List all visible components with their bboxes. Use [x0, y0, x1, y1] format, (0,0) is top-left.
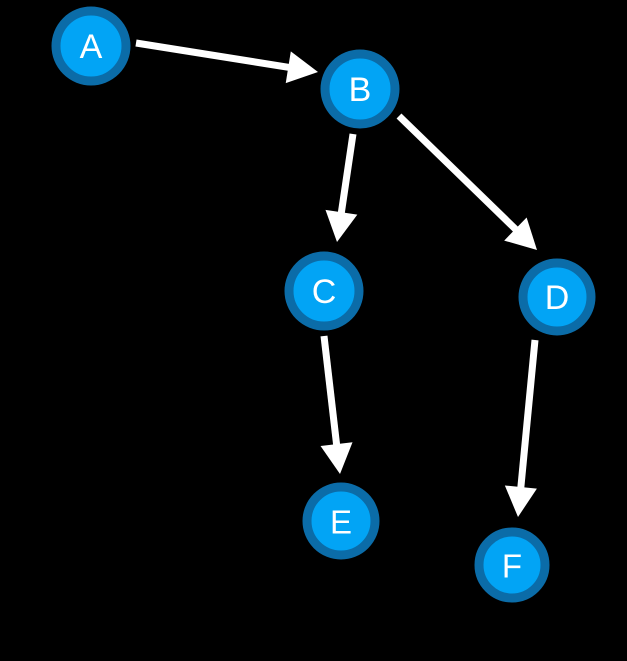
- node-circle[interactable]: [302, 482, 380, 560]
- edge-d-to-f: [504, 339, 539, 517]
- node-label: C: [312, 273, 337, 311]
- edge-arrowhead-icon: [504, 485, 537, 517]
- graph-node-f[interactable]: F: [474, 527, 550, 603]
- edge-a-to-b: [135, 39, 318, 84]
- edge-b-to-c: [325, 133, 358, 242]
- edge-shaft: [516, 339, 539, 492]
- nodes-layer: A B C D E F: [51, 6, 596, 603]
- node-circle[interactable]: [51, 6, 131, 86]
- edge-arrowhead-icon: [285, 51, 318, 84]
- edge-c-to-e: [320, 335, 353, 474]
- graph-node-d[interactable]: D: [518, 258, 596, 336]
- node-label: E: [330, 504, 352, 541]
- node-label: D: [545, 279, 570, 317]
- graph-node-a[interactable]: A: [51, 6, 131, 86]
- edges-layer: [135, 39, 539, 517]
- edge-shaft: [337, 133, 357, 217]
- node-circle[interactable]: [518, 258, 596, 336]
- edge-shaft: [396, 113, 521, 235]
- node-label: A: [80, 28, 103, 66]
- node-circle[interactable]: [284, 251, 364, 331]
- edge-shaft: [135, 39, 293, 72]
- node-label: F: [502, 548, 522, 585]
- edge-arrowhead-icon: [325, 209, 358, 242]
- graph-node-c[interactable]: C: [284, 251, 364, 331]
- node-label: B: [349, 71, 372, 109]
- node-circle[interactable]: [474, 527, 550, 603]
- graph-node-b[interactable]: B: [320, 49, 400, 129]
- edge-b-to-d: [396, 113, 537, 250]
- node-circle[interactable]: [320, 49, 400, 129]
- edge-shaft: [320, 335, 341, 449]
- edge-arrowhead-icon: [320, 442, 353, 474]
- edge-arrowhead-icon: [504, 217, 537, 250]
- graph-node-e[interactable]: E: [302, 482, 380, 560]
